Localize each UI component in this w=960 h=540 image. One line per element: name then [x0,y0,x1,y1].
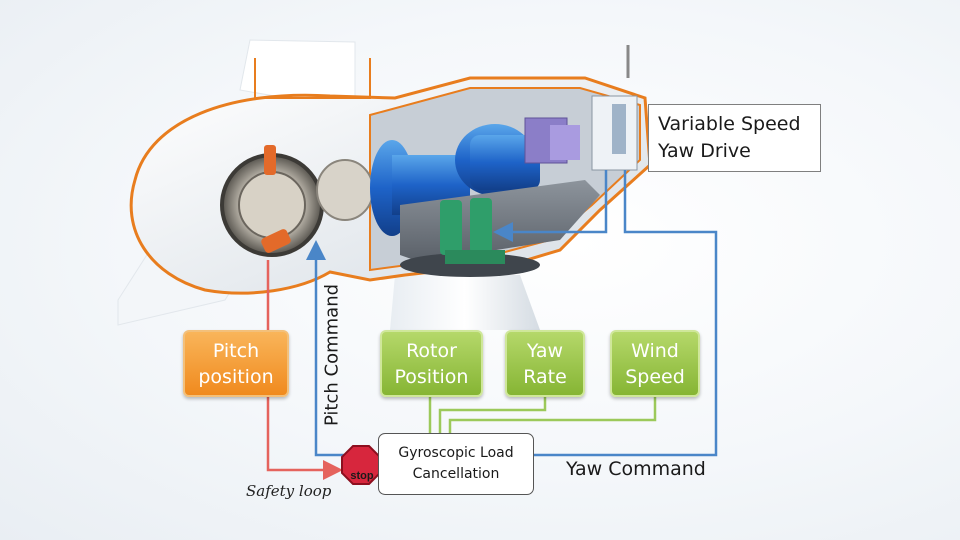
yaw-rate-box: Yaw Rate [505,330,585,397]
stop-sign-icon [341,445,381,485]
tower [390,275,540,330]
yaw-command-line [493,170,718,457]
pitch-command-label: Pitch Command [321,283,343,427]
pitch-position-label: Pitch position [198,339,274,388]
yaw-command-label: Yaw Command [566,458,706,480]
control-cabinet [591,95,638,171]
yaw-rate-label: Yaw Rate [523,339,567,388]
pitch-position-box: Pitch position [183,330,289,397]
wind-speed-label: Wind Speed [625,339,685,388]
safety-loop-label: Safety loop [246,482,332,500]
sensor-lines [428,397,657,433]
rotor-position-box: Rotor Position [380,330,483,397]
gyroscopic-load-cancellation-box: Gyroscopic Load Cancellation [378,433,534,495]
wind-speed-box: Wind Speed [610,330,700,397]
bedplate-yaw-system [400,180,600,277]
stop-label: stop [350,470,374,482]
variable-speed-yaw-drive-box: Variable Speed Yaw Drive [648,104,821,172]
rotor-position-label: Rotor Position [394,339,469,388]
safety-loop-line [266,260,343,480]
